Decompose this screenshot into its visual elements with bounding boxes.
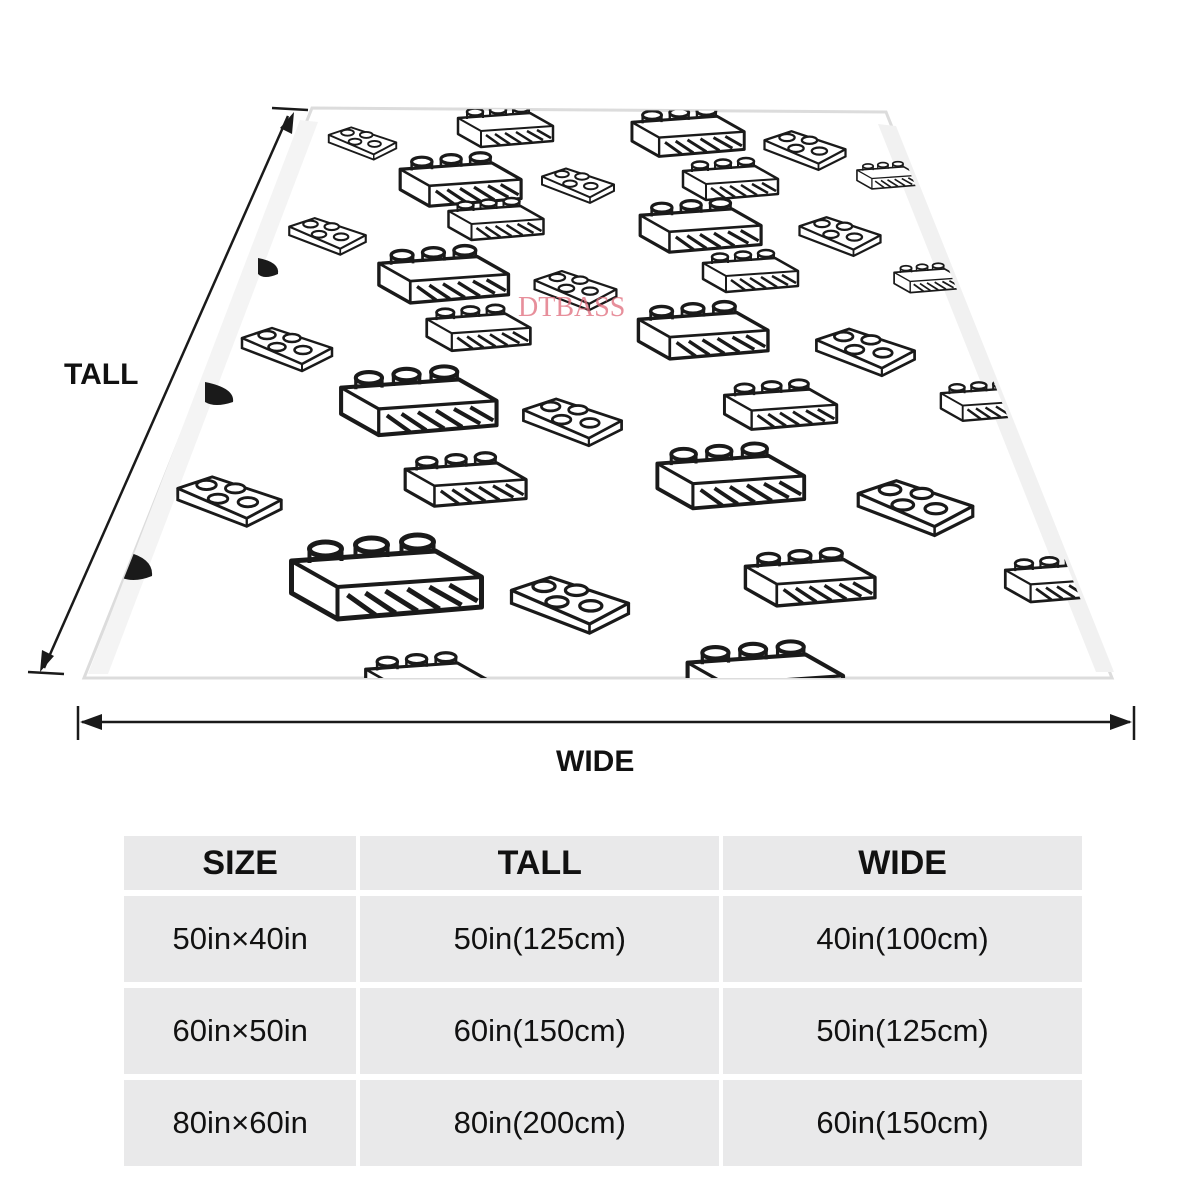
table-row: 50in×40in 50in(125cm) 40in(100cm) [124, 896, 1082, 982]
size-table: SIZE TALL WIDE 50in×40in 50in(125cm) 40i… [120, 830, 1086, 1172]
wide-cell: 40in(100cm) [723, 896, 1082, 982]
header-wide: WIDE [723, 836, 1082, 890]
blanket-illustration: DTBASS [27, 106, 1136, 740]
wide-cell: 50in(125cm) [723, 988, 1082, 1074]
wide-cell: 60in(150cm) [723, 1080, 1082, 1166]
size-cell: 50in×40in [124, 896, 357, 982]
tall-cell: 80in(200cm) [360, 1080, 720, 1166]
header-tall: TALL [360, 836, 720, 890]
tall-dimension-arrow [27, 106, 309, 676]
tall-cell: 60in(150cm) [360, 988, 720, 1074]
table-row: 80in×60in 80in(200cm) 60in(150cm) [124, 1080, 1082, 1166]
tall-cell: 50in(125cm) [360, 896, 720, 982]
watermark: DTBASS [518, 292, 625, 323]
header-size: SIZE [124, 836, 357, 890]
wide-dimension-arrow [76, 706, 1136, 740]
wide-label: WIDE [556, 745, 635, 778]
size-cell: 80in×60in [124, 1080, 357, 1166]
table-header-row: SIZE TALL WIDE [124, 836, 1082, 890]
size-cell: 60in×50in [124, 988, 357, 1074]
table-row: 60in×50in 60in(150cm) 50in(125cm) [124, 988, 1082, 1074]
tall-label: TALL [64, 358, 139, 391]
